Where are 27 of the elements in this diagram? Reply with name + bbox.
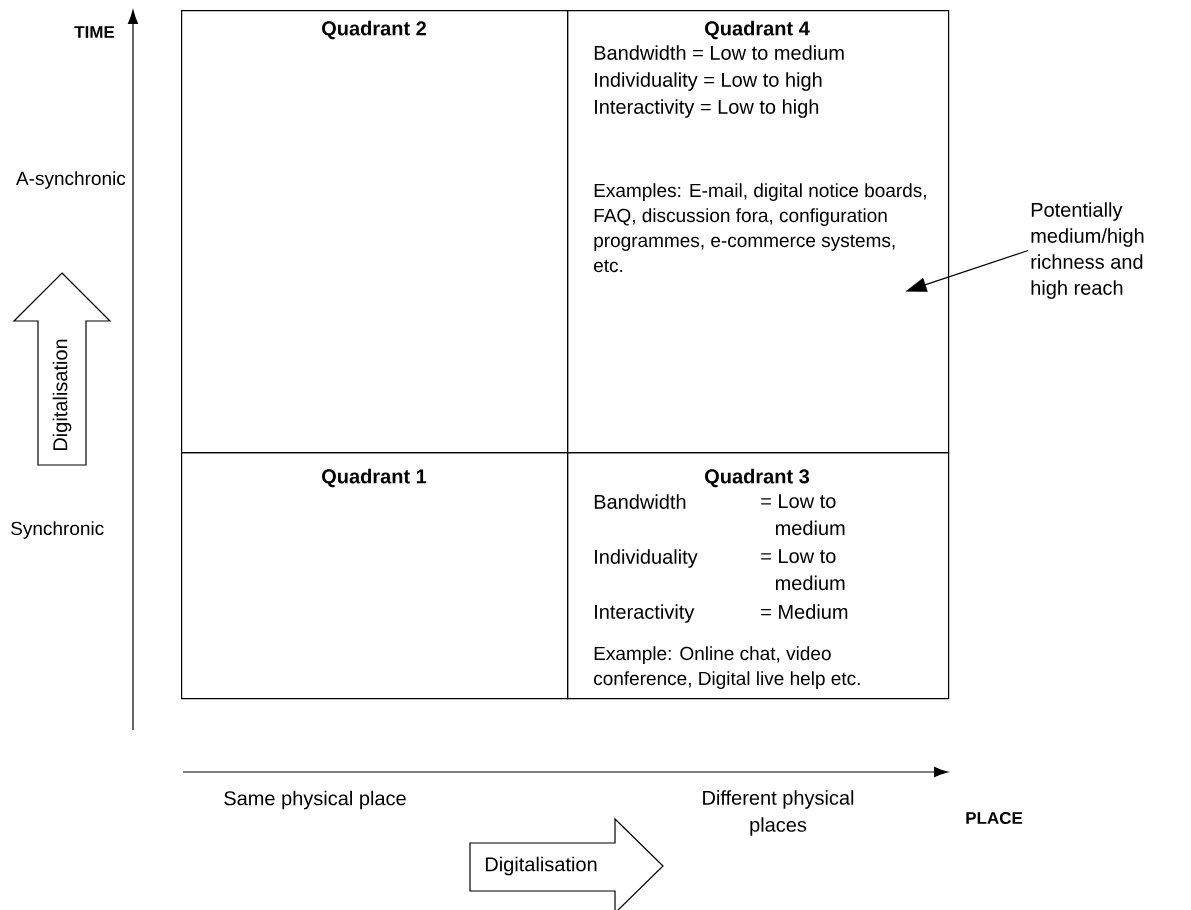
axis-label: Different physical places [703, 790, 854, 836]
quadrant-title: Quadrant 1 [322, 468, 427, 488]
quadrant-box [181, 452, 569, 700]
quadrant-box [181, 10, 569, 454]
quadrant-text: = Medium [761, 604, 848, 619]
quadrant-title: Quadrant 2 [322, 20, 426, 40]
quadrant-text: Examples: E-mail, digital notice boards, FAQ, discussion fora, configuration programmes, e-commerce systems, etc. [594, 183, 926, 273]
quadrant-box [567, 10, 950, 454]
axis-label: Same physical place [224, 790, 406, 810]
annotation-text: Potentially medium/high richness and high reach [1031, 202, 1144, 299]
arrow [905, 249, 1029, 292]
axis-label: Synchronic [11, 521, 104, 539]
quadrant-text: Interactivity [595, 604, 695, 623]
quadrant-title: Quadrant 3 [705, 468, 810, 488]
quadrant-text: Individuality [595, 549, 698, 568]
quadrant-text: Example: Online chat, video conference, Digital live help etc. [594, 646, 860, 689]
quadrant-box [567, 452, 950, 700]
quadrant-title: Quadrant 4 [705, 20, 810, 40]
quadrant-text: Individuality = Low to high [595, 72, 822, 91]
quadrant-text: Bandwidth [594, 494, 686, 509]
quadrant-text: = Low to medium [761, 494, 845, 536]
quadrant-text: = Low to medium [761, 549, 845, 591]
quadrant-text: Bandwidth = Low to medium [594, 45, 844, 60]
quadrant-text: Interactivity = Low to high [595, 99, 819, 118]
axis-label: A-synchronic [16, 171, 126, 189]
axis-title: PLACE [966, 812, 1023, 825]
axis-title: TIME [74, 26, 115, 38]
